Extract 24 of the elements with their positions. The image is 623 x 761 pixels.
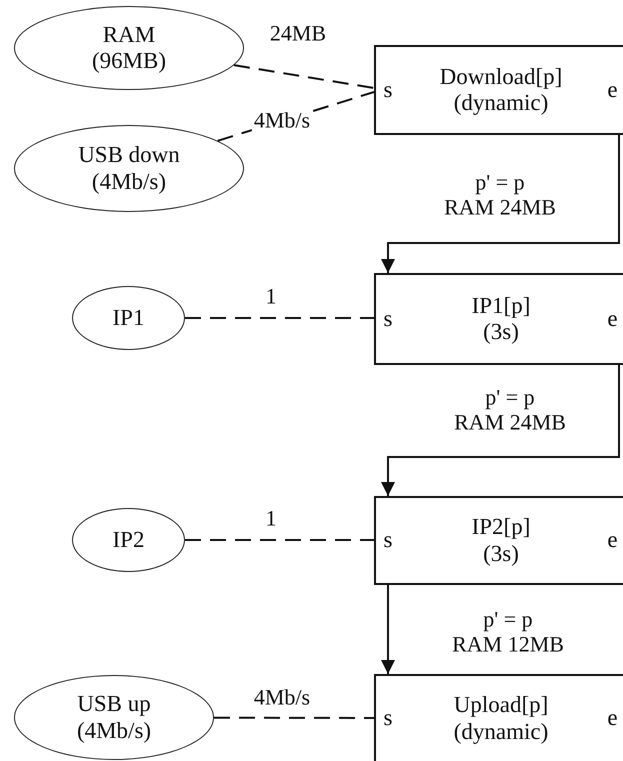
dashed-connector: [185, 317, 374, 319]
task-cell: IP2[p] (3s): [400, 496, 604, 585]
task-cell: e: [602, 273, 623, 365]
dashed-connector: [234, 64, 374, 89]
resource-ellipse: IP2: [72, 508, 185, 572]
arrow: [381, 365, 620, 496]
resource-ellipse: RAM (96MB): [14, 6, 244, 90]
resource-ellipse: USB up (4Mb/s): [14, 675, 214, 760]
task-cell: e: [602, 496, 623, 585]
task-cell: Upload[p] (dynamic): [400, 674, 604, 761]
resource-ellipse: IP1: [72, 286, 185, 350]
task-cell: Download[p] (dynamic): [400, 45, 604, 135]
task-cell: s: [374, 45, 402, 135]
task-cell: IP1[p] (3s): [400, 273, 604, 365]
resource-ellipse: USB down (4Mb/s): [14, 125, 244, 212]
task-cell: e: [602, 45, 623, 135]
dashed-connector: [185, 539, 374, 541]
dashed-connector: [214, 716, 374, 719]
arrow: [381, 585, 395, 674]
task-cell: s: [374, 273, 402, 365]
task-cell: e: [602, 674, 623, 761]
arrow: [381, 135, 620, 273]
task-cell: s: [374, 496, 402, 585]
task-cell: s: [374, 674, 402, 761]
